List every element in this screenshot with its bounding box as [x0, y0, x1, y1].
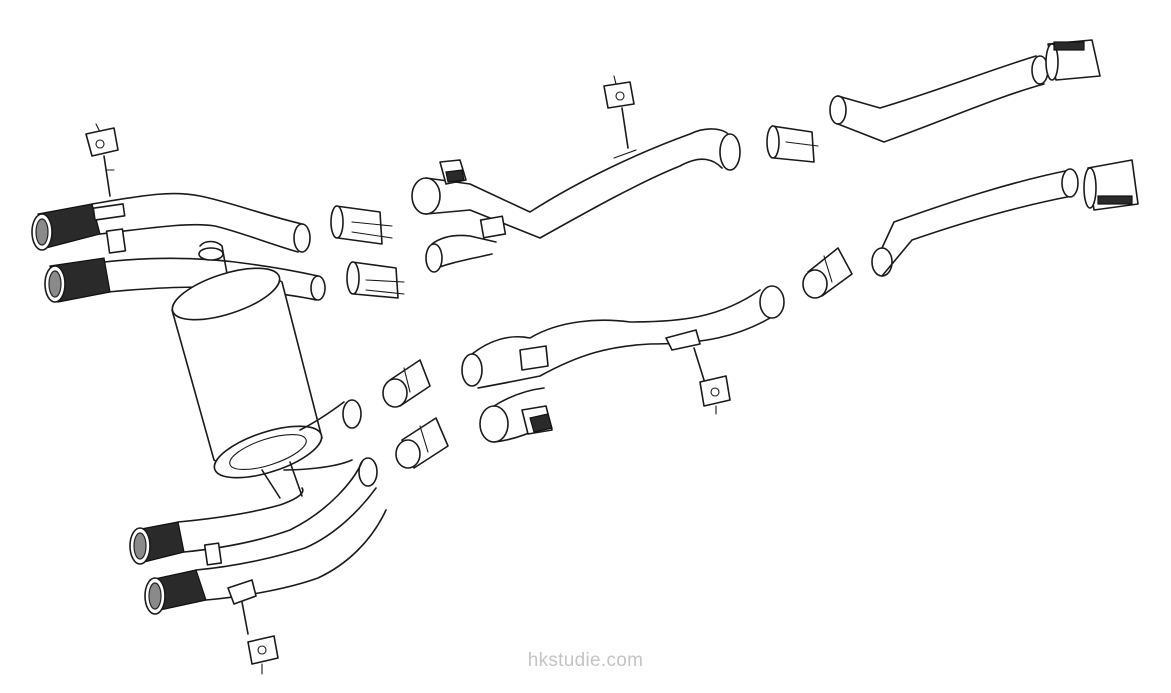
rubber-hanger-upper-center — [603, 75, 635, 149]
lower-left-tailpipe-assembly — [129, 461, 387, 615]
connector-sleeve-5 — [766, 125, 819, 163]
upper-left-tailpipe-assembly — [31, 192, 326, 303]
rubber-hanger-lower-center — [693, 347, 731, 415]
pipe-clamp-lower-right — [1083, 159, 1139, 211]
watermark-text: hkstudie.com — [527, 650, 644, 671]
upper-right-pipe — [829, 55, 1049, 143]
rubber-hanger-upper-left — [85, 123, 119, 197]
lower-center-pipe — [461, 285, 785, 443]
connector-sleeve-6 — [802, 247, 853, 299]
connector-sleeve-2 — [346, 261, 405, 299]
connector-sleeve-4 — [395, 417, 449, 469]
connector-sleeve-1 — [330, 205, 393, 245]
connector-sleeve-3 — [382, 359, 431, 408]
lower-right-pipe — [871, 168, 1079, 277]
upper-center-pipe — [411, 128, 741, 273]
pipe-clamp-upper-right — [1045, 39, 1101, 81]
rear-muffler — [171, 240, 378, 499]
rubber-hanger-lower-left — [241, 601, 279, 675]
